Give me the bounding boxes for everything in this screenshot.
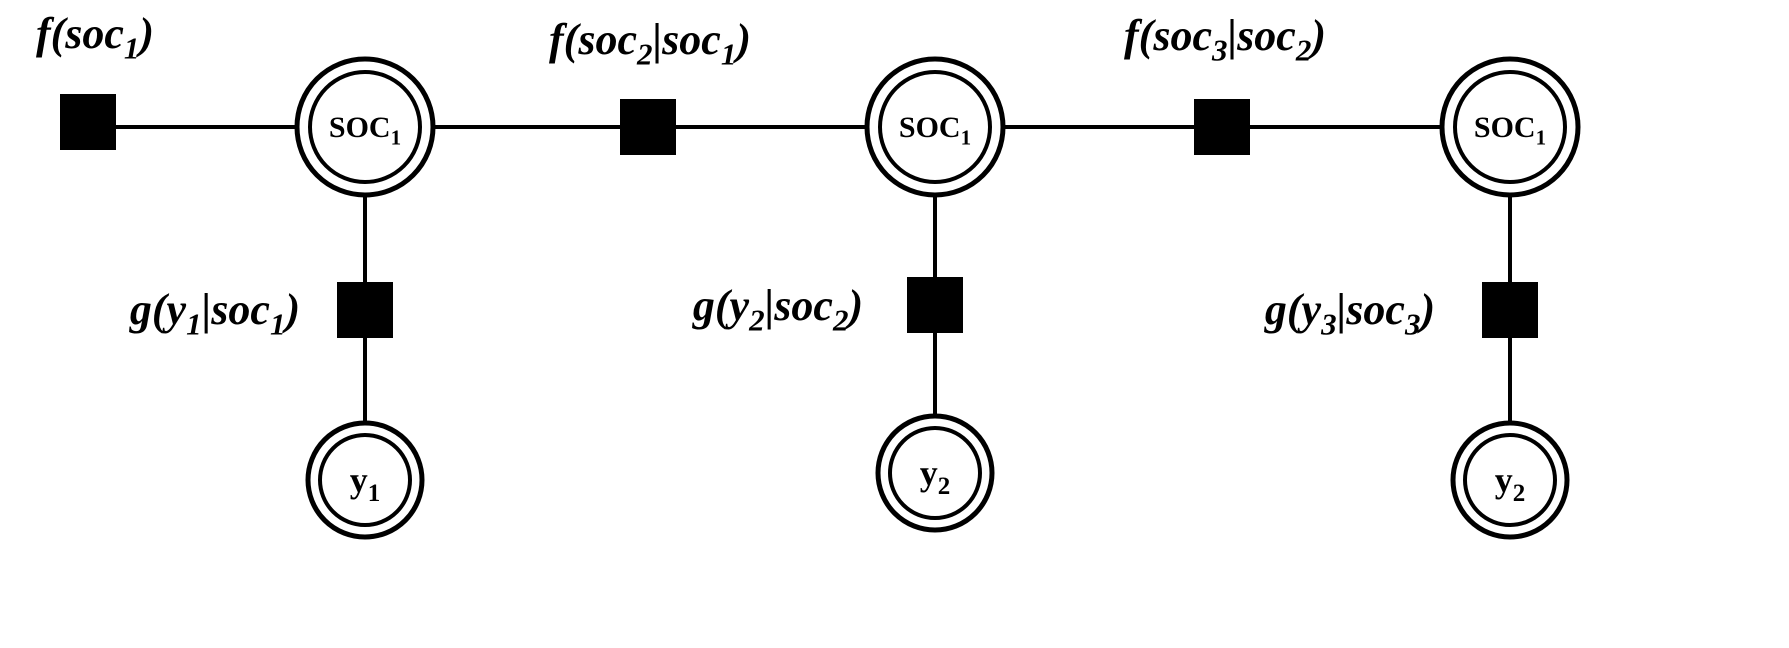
label-g-y3-soc3: g(y3|soc3) xyxy=(1264,285,1435,342)
soc-node-3-label: SOC1 xyxy=(1474,111,1546,149)
factor-g-y3-soc3 xyxy=(1482,282,1538,338)
y-node-1-label: y1 xyxy=(350,460,381,507)
factor-g-y2-soc2 xyxy=(907,277,963,333)
soc-node-2-label: SOC1 xyxy=(899,111,971,149)
factor-g-y1-soc1 xyxy=(337,282,393,338)
factor-f-soc1 xyxy=(60,94,116,150)
soc-node-3: SOC1 xyxy=(1439,56,1581,198)
y-node-2: y2 xyxy=(875,413,995,533)
soc-node-3-inner-circle xyxy=(1453,70,1567,184)
label-g-y1-soc1: g(y1|soc1) xyxy=(129,285,300,342)
y-node-3-label: y2 xyxy=(1495,460,1526,507)
label-f-soc2-soc1: f(soc2|soc1) xyxy=(549,15,751,72)
label-f-soc3-soc2: f(soc3|soc2) xyxy=(1124,11,1326,68)
y-node-1: y1 xyxy=(305,420,425,540)
soc-node-1-label: SOC1 xyxy=(329,111,401,149)
y-node-3: y2 xyxy=(1450,420,1570,540)
y-node-2-label: y2 xyxy=(920,453,951,500)
label-f-soc1: f(soc1) xyxy=(36,9,154,66)
factor-f-soc2-soc1 xyxy=(620,99,676,155)
y-node-3-inner-circle xyxy=(1463,433,1557,527)
soc-node-1-inner-circle xyxy=(308,70,422,184)
label-g-y2-soc2: g(y2|soc2) xyxy=(692,281,863,338)
y-node-2-inner-circle xyxy=(888,426,982,520)
soc-node-1: SOC1 xyxy=(294,56,436,198)
soc-node-2-inner-circle xyxy=(878,70,992,184)
factor-f-soc3-soc2 xyxy=(1194,99,1250,155)
y-node-1-inner-circle xyxy=(318,433,412,527)
soc-node-2: SOC1 xyxy=(864,56,1006,198)
